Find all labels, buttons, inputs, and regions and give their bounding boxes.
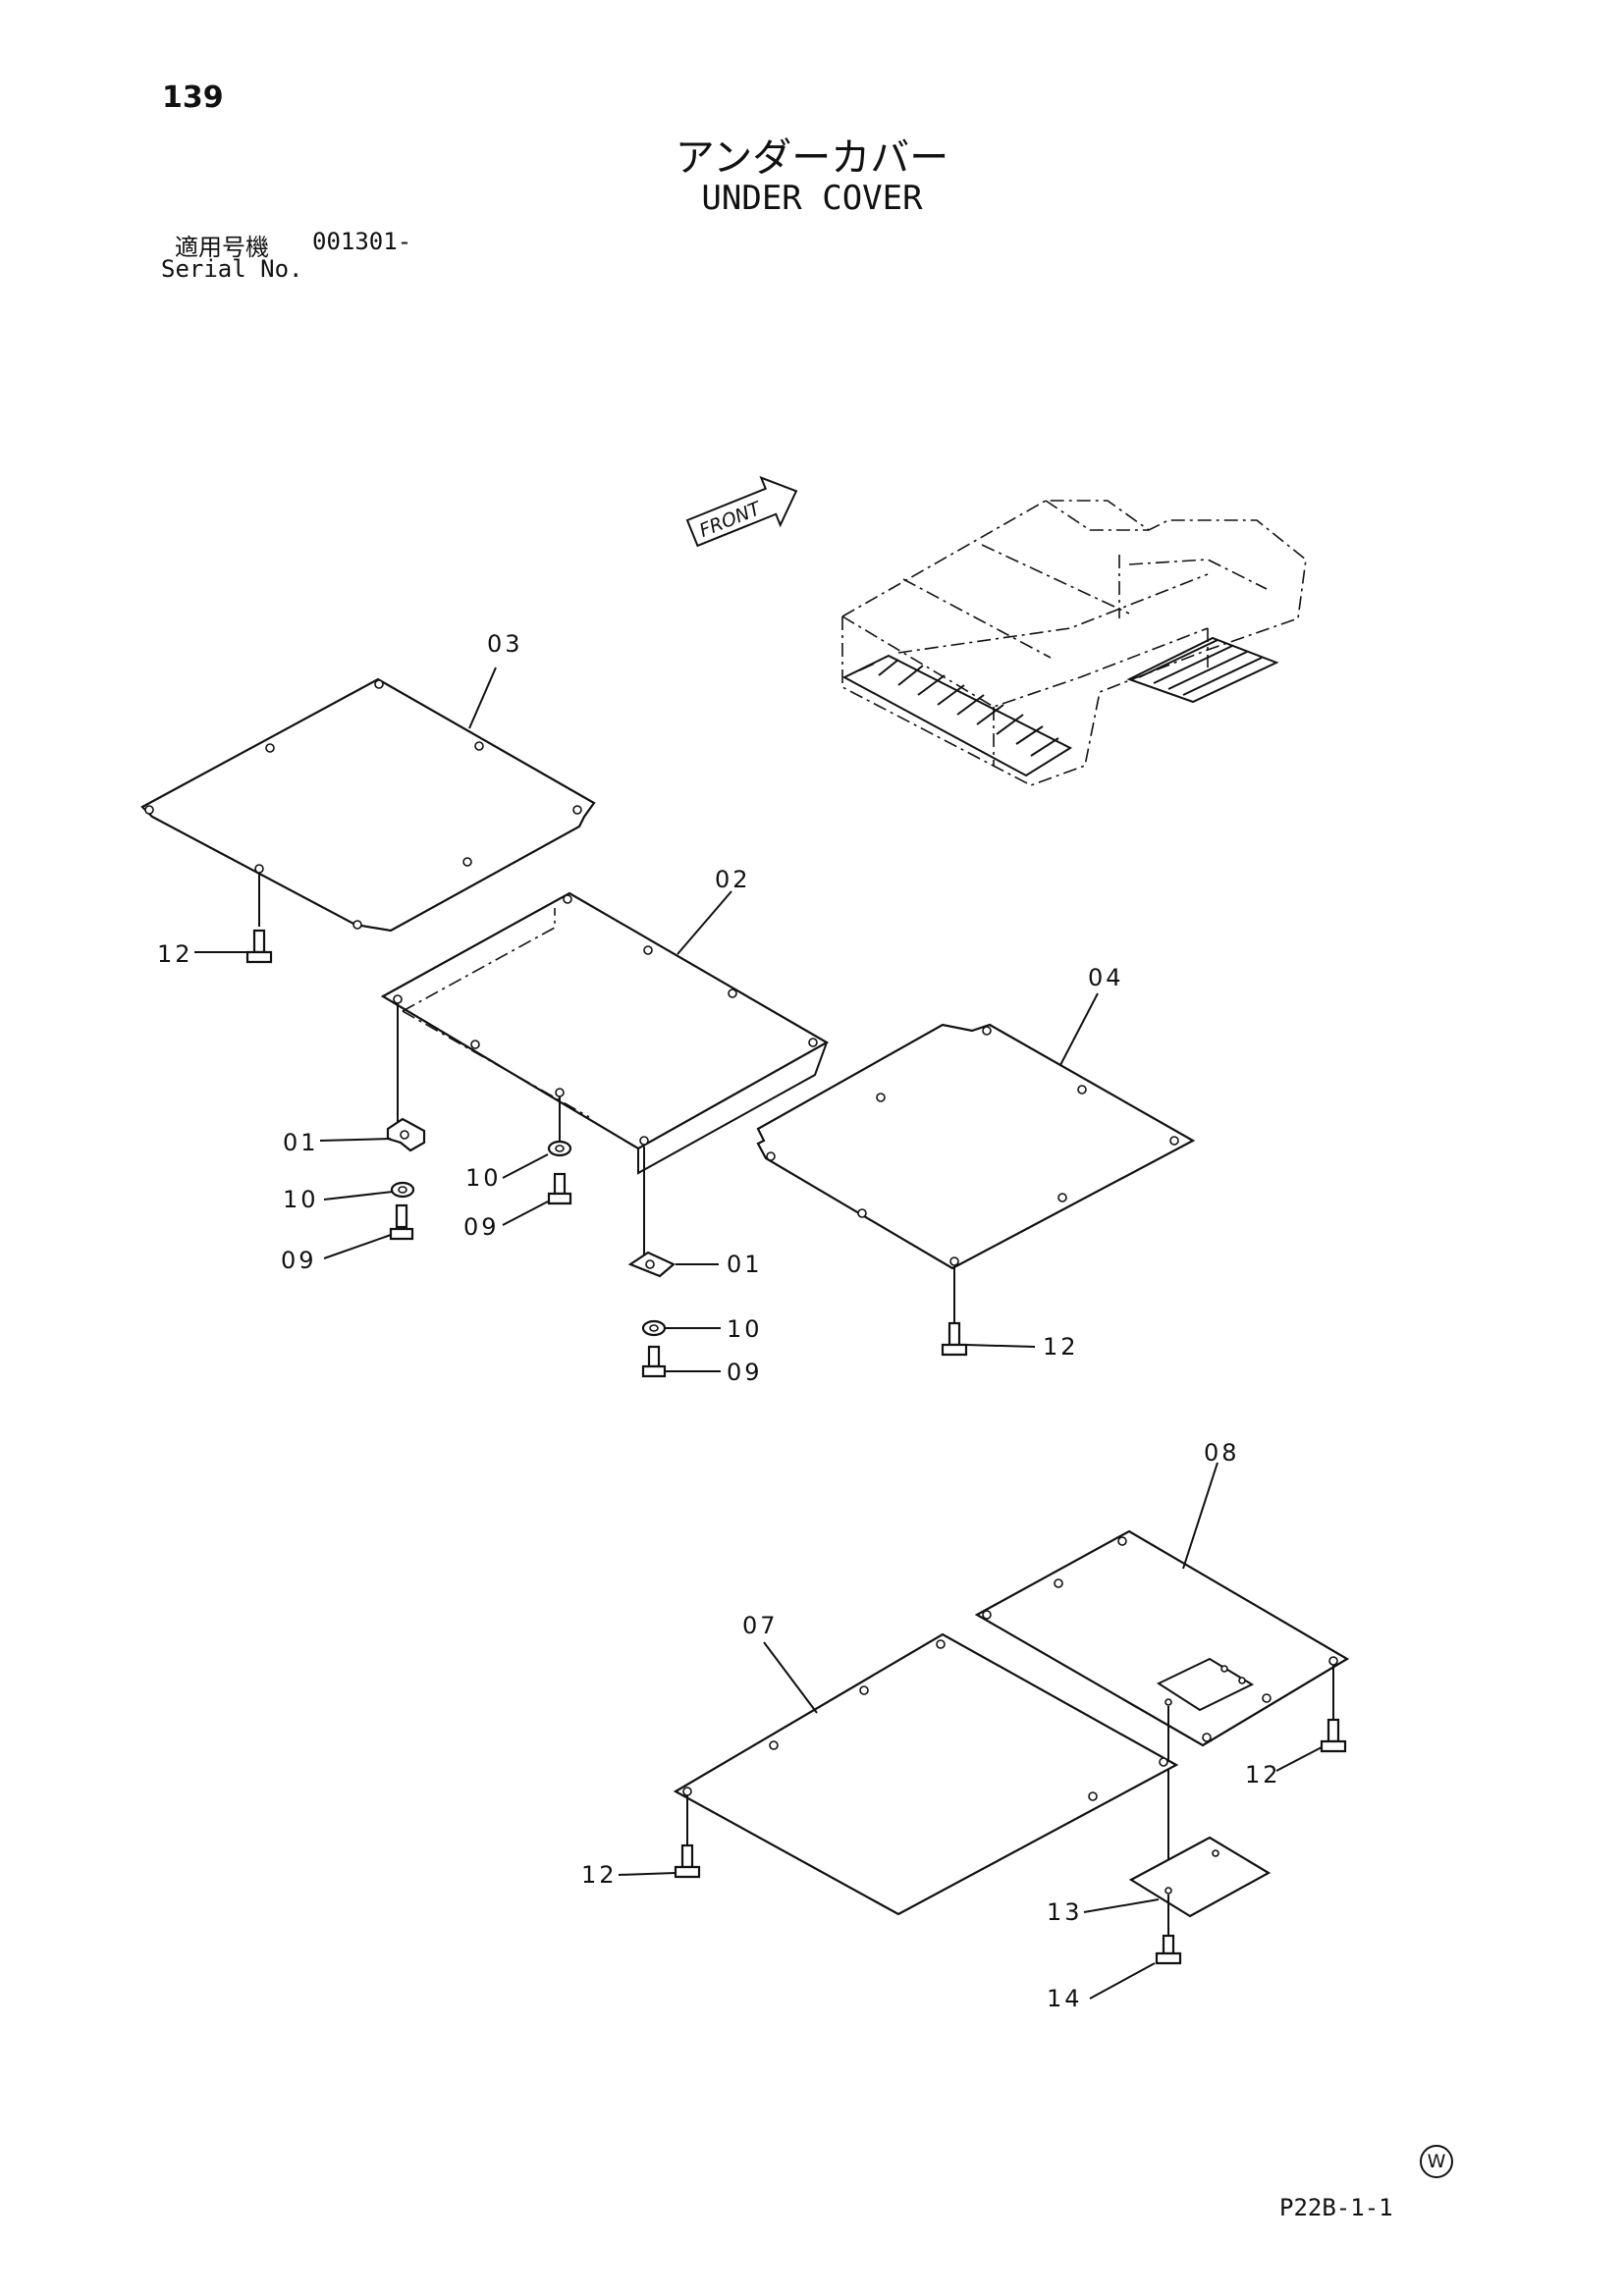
part-02-plate <box>380 891 830 1175</box>
part-12-bolt <box>245 929 273 964</box>
w-circle-mark: W <box>1420 2145 1453 2178</box>
part-03-plate <box>140 677 596 933</box>
part-04-plate <box>756 1023 1196 1270</box>
callout-10-middle: 10 <box>465 1164 502 1192</box>
callout-07: 07 <box>742 1612 779 1639</box>
machine-location-view <box>841 500 1307 786</box>
part-10-washer <box>641 1319 667 1337</box>
page-title-japanese: アンダーカバー <box>675 135 949 181</box>
page-title-english: UNDER COVER <box>701 179 923 218</box>
callout-leader-lines <box>194 667 1323 2000</box>
part-12-bolt <box>1320 1718 1347 1753</box>
callout-09-left: 09 <box>281 1247 317 1274</box>
callout-08: 08 <box>1204 1439 1240 1467</box>
part-12-bolt <box>941 1321 968 1357</box>
callout-01-right: 01 <box>727 1251 763 1278</box>
callout-13: 13 <box>1047 1898 1083 1926</box>
callout-02: 02 <box>715 866 751 893</box>
part-09-bolt <box>641 1345 667 1378</box>
callout-12-lower-left: 12 <box>581 1861 618 1889</box>
callout-09-middle: 09 <box>463 1213 500 1241</box>
front-label: FRONT <box>696 498 765 542</box>
callout-12-top-left: 12 <box>157 940 193 968</box>
callout-03: 03 <box>487 630 523 658</box>
part-14-bolt <box>1155 1934 1182 1965</box>
part-09-bolt <box>389 1203 414 1241</box>
part-12-bolt <box>674 1843 701 1879</box>
callout-14: 14 <box>1047 1985 1083 2012</box>
part-10-washer <box>547 1140 572 1157</box>
serial-number-value: 001301- <box>312 228 412 255</box>
callout-10-left: 10 <box>283 1186 319 1213</box>
callout-12-lower-right: 12 <box>1245 1761 1281 1789</box>
hatched-area <box>841 636 1279 777</box>
part-10-washer <box>390 1181 415 1199</box>
part-01-bracket <box>386 1117 426 1152</box>
callout-09-bottom: 09 <box>727 1359 763 1386</box>
callout-12-right: 12 <box>1043 1333 1079 1361</box>
part-07-plate <box>673 1632 1179 1916</box>
callout-04: 04 <box>1088 964 1124 991</box>
part-09-bolt <box>547 1172 572 1205</box>
callout-01-left: 01 <box>283 1129 319 1156</box>
part-01-bracket <box>627 1251 677 1278</box>
part-13-plate <box>1128 1836 1272 1918</box>
page-number: 139 <box>162 80 224 115</box>
diagram-code: P22B-1-1 <box>1279 2194 1393 2221</box>
callout-10-bottom: 10 <box>727 1315 763 1343</box>
part-08-plate <box>974 1529 1350 1747</box>
serial-label-japanese: 適用号機 <box>175 234 269 261</box>
serial-label-english: Serial No. <box>161 255 303 283</box>
front-direction-arrow: FRONT <box>685 475 798 548</box>
